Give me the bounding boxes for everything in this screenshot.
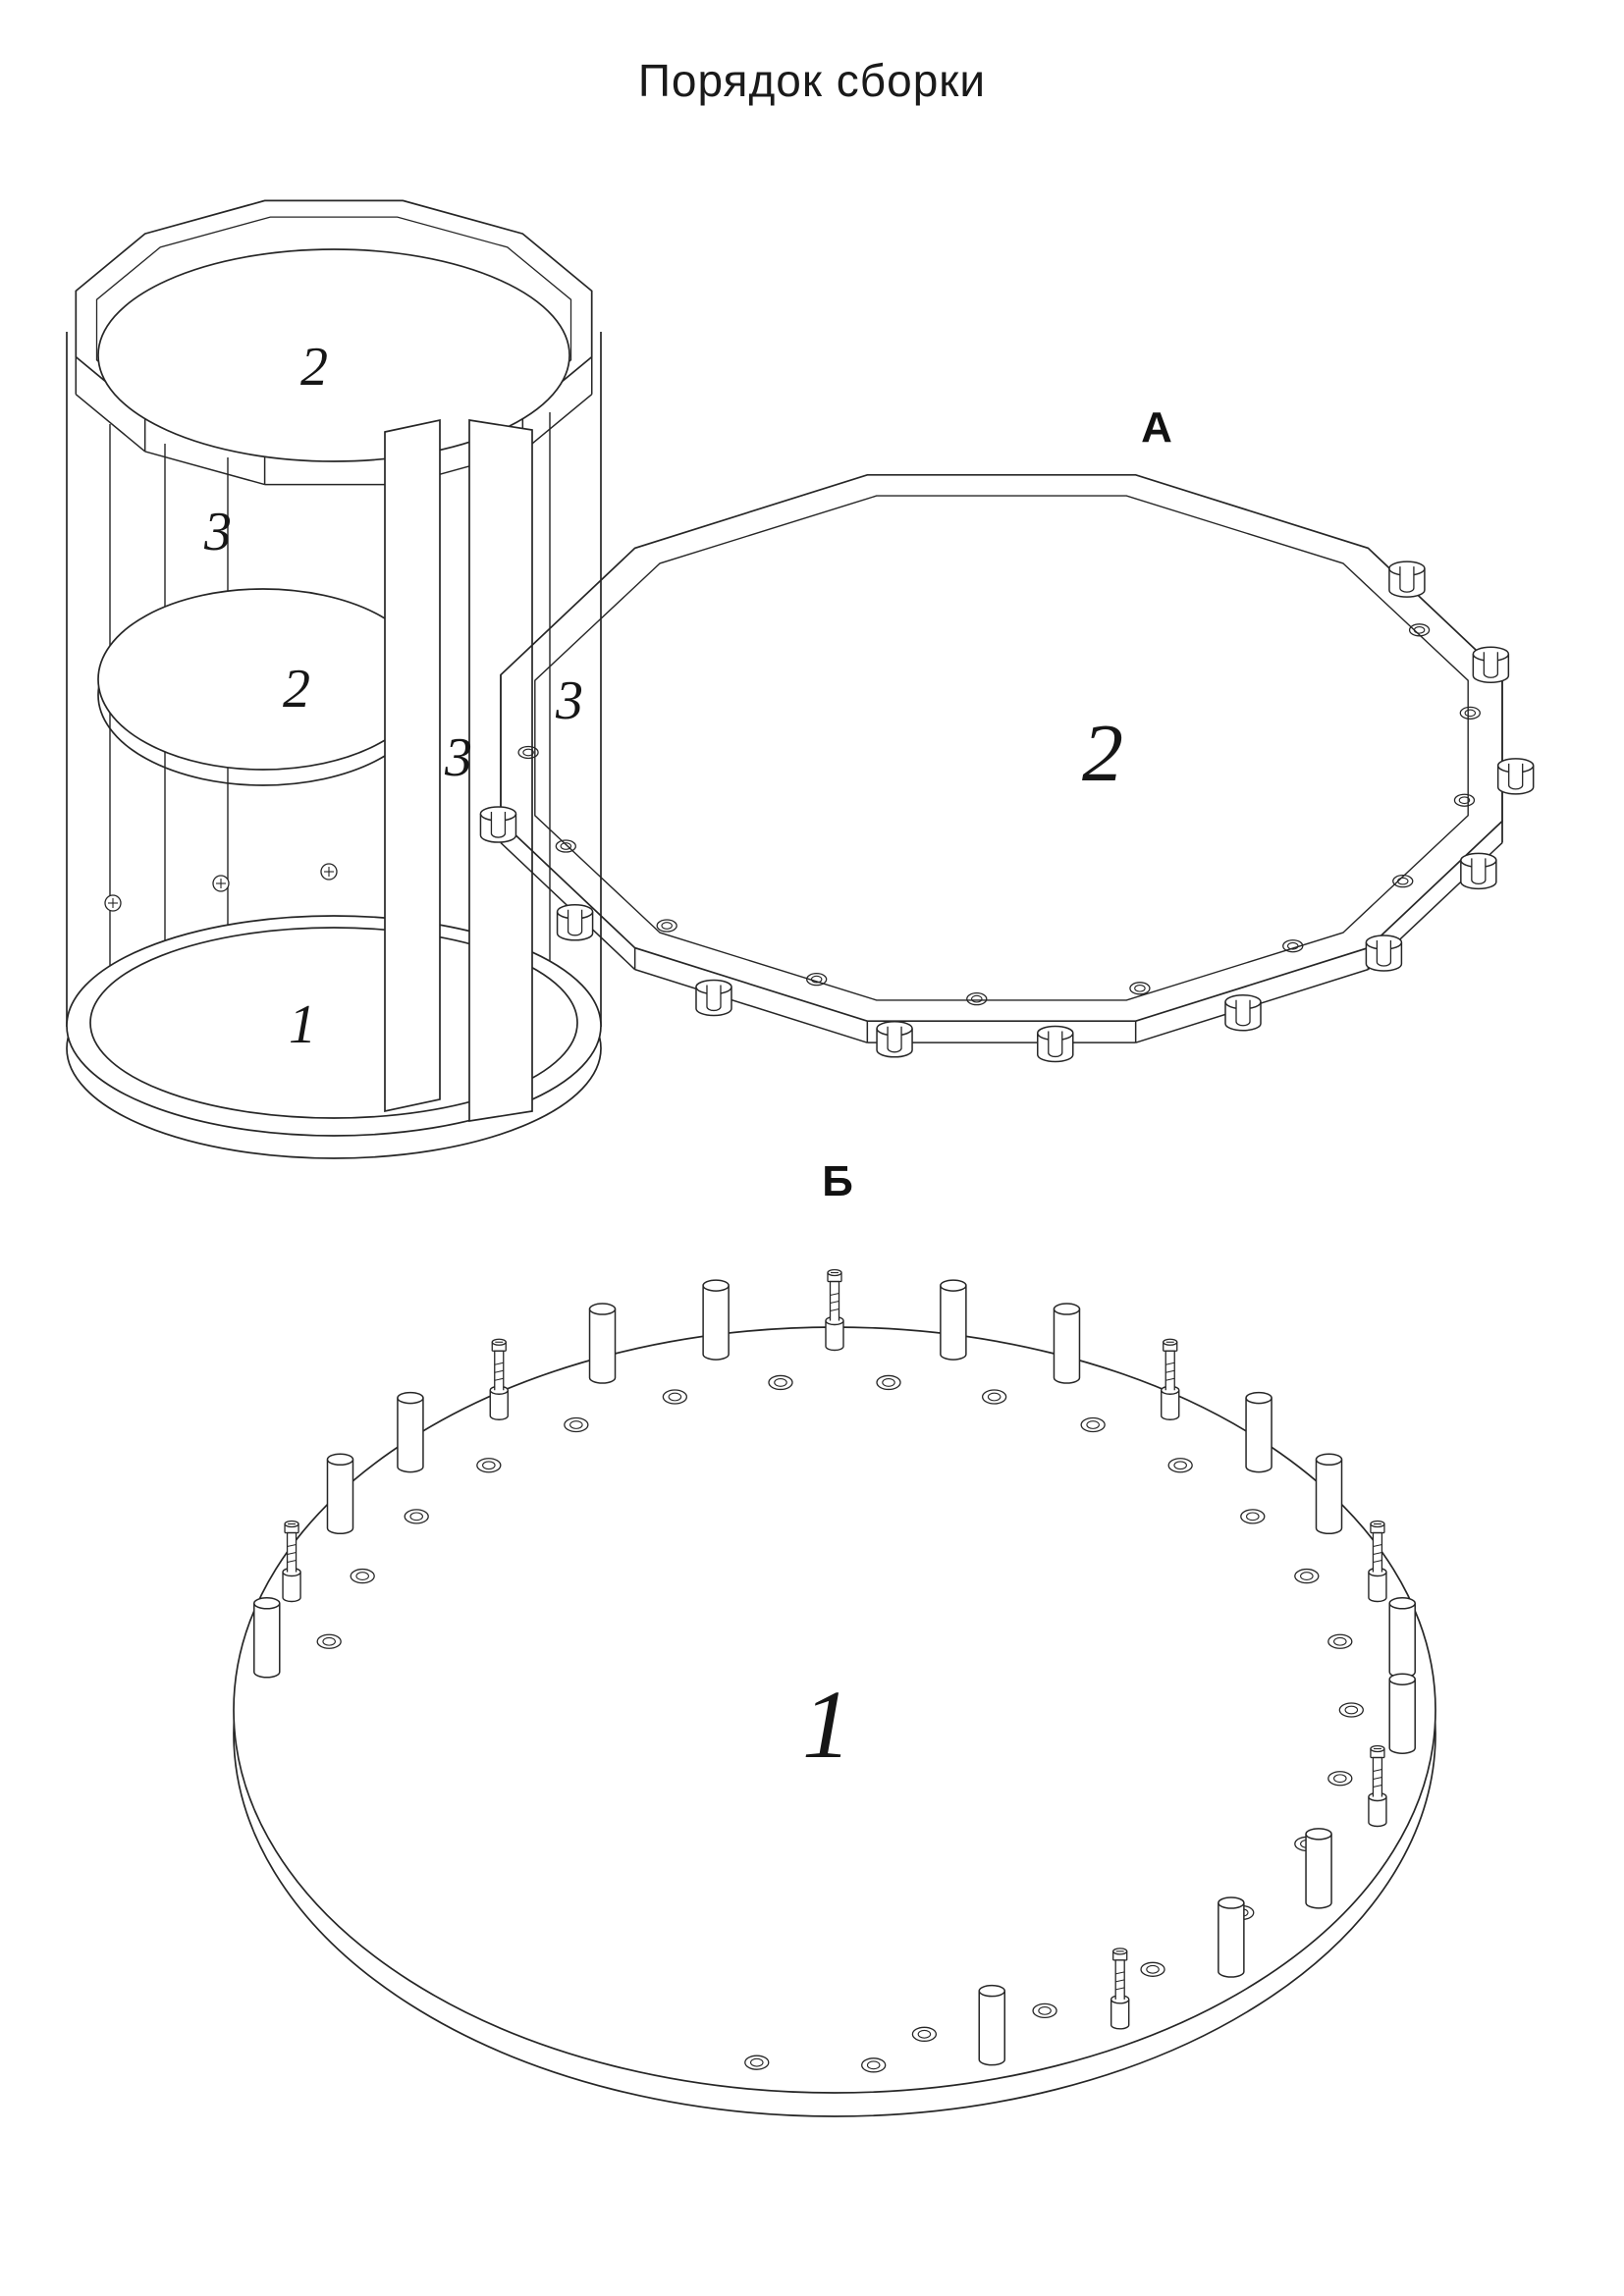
dowel-pin [1315,1453,1343,1534]
drill-hole [350,1568,375,1584]
cam-lock-fitting [1224,994,1262,1032]
drill-hole [517,745,539,760]
step-a-rim-drawing [479,473,1535,1063]
label-part-2-mid-shelf: 2 [283,659,310,720]
drill-hole [1327,1771,1353,1787]
dowel-pin [1388,1673,1416,1754]
cam-bolt [1368,1520,1387,1603]
assembled-unit-drawing [66,199,602,1159]
drill-hole [861,2057,887,2073]
drill-hole [656,919,677,933]
step-b-base-drawing [233,1268,1436,2117]
cam-lock-fitting [1472,646,1510,683]
screw-icon [212,875,230,892]
cam-lock-fitting [1496,758,1535,795]
drill-hole [404,1509,429,1524]
dowel-pin [1388,1597,1416,1679]
cam-lock-fitting [1365,934,1403,972]
dowel-pin [978,1984,1006,2066]
page-title: Порядок сборки [637,55,987,106]
drill-hole [1140,1961,1165,1977]
cam-bolt [825,1268,844,1352]
drill-hole [316,1633,342,1649]
drill-hole [1167,1458,1193,1473]
cam-bolt [489,1338,509,1420]
dowel-pin [326,1453,354,1534]
drill-hole [768,1374,793,1391]
dowel-pin [1245,1391,1272,1473]
drill-hole [1338,1702,1364,1718]
label-part-3-front-panel: 3 [444,727,472,788]
label-part-2-top-shelf: 2 [300,337,328,398]
dowel-pin [940,1279,967,1361]
step-a-heading: А [1141,403,1172,452]
drill-hole [1327,1633,1353,1649]
cam-lock-fitting [1388,561,1426,598]
screw-icon [320,863,338,881]
drill-hole [1129,982,1151,995]
cam-lock-fitting [556,904,594,941]
drill-hole [911,2026,938,2042]
cam-lock-fitting [876,1021,913,1058]
label-part-1-base: 1 [289,994,316,1055]
drill-hole [564,1416,589,1433]
dowel-pin [1053,1303,1081,1384]
drill-hole [1453,793,1476,807]
label-part-3-back-panel: 3 [203,502,232,562]
dowel-pin [397,1391,424,1473]
cam-bolt [1161,1338,1180,1420]
drill-hole [1032,2002,1057,2019]
drill-hole [1392,875,1414,888]
drill-hole [1240,1509,1266,1524]
cam-bolt [282,1520,301,1603]
drill-hole [981,1389,1007,1405]
cam-lock-fitting [479,806,517,843]
dowel-pin [1218,1896,1245,1978]
dowel-pin [253,1597,281,1679]
step-b-heading: Б [822,1157,853,1205]
dowel-pin [588,1303,617,1384]
cam-lock-fitting [1037,1025,1074,1063]
drill-hole [1282,939,1304,953]
cam-bolt [1368,1744,1387,1828]
dowel-pin [702,1279,730,1361]
drill-hole [1408,623,1431,637]
drill-hole [1459,706,1481,721]
drill-hole [662,1389,688,1405]
drill-hole [1080,1416,1106,1433]
drill-hole [876,1374,901,1391]
cam-bolt [1110,1948,1130,2030]
drill-hole [1294,1568,1320,1584]
cam-lock-fitting [1460,852,1497,890]
label-part-2-step-a: 2 [1082,708,1123,799]
drill-hole [966,991,988,1006]
label-part-3-side-panel: 3 [555,670,583,731]
drill-hole [555,839,576,853]
screw-icon [104,894,122,912]
part-labels: 2 3 2 3 3 1 А 2 Б 1 [203,337,1172,1779]
cam-lock-fitting [695,979,732,1017]
label-part-1-step-b: 1 [802,1670,851,1779]
dowel-pin [1305,1828,1332,1909]
drill-hole [476,1458,502,1473]
drill-hole [806,972,828,987]
drill-hole [744,2055,770,2070]
